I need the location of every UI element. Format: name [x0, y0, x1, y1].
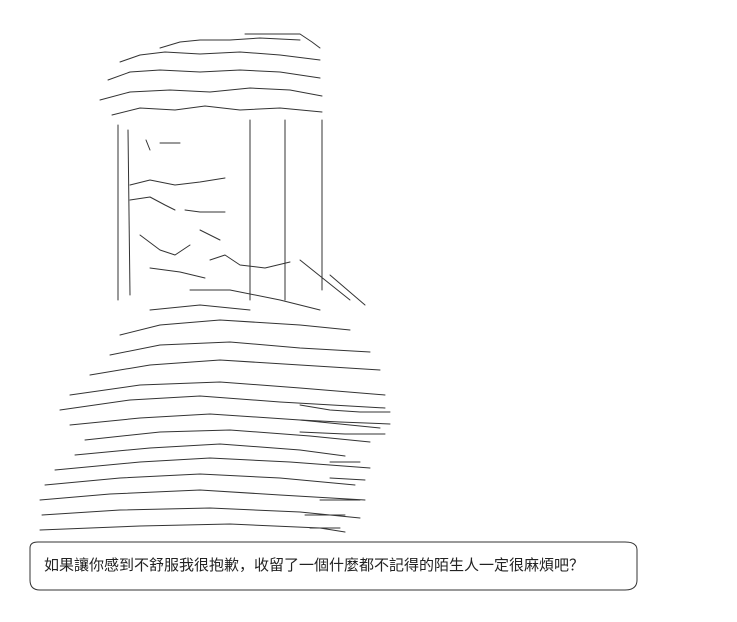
robe: [39, 381, 386, 533]
dialogue-box-frame: [29, 541, 638, 591]
face: [129, 177, 291, 279]
shoulders: [89, 289, 381, 376]
hair-right: [249, 119, 366, 306]
sleeve-folds: [299, 404, 391, 529]
hair-top: [99, 33, 323, 116]
hair-left: [117, 124, 181, 301]
dialogue-text: 如果讓你感到不舒服我很抱歉，收留了一個什麼都不記得的陌生人一定很麻煩吧？: [44, 556, 585, 574]
